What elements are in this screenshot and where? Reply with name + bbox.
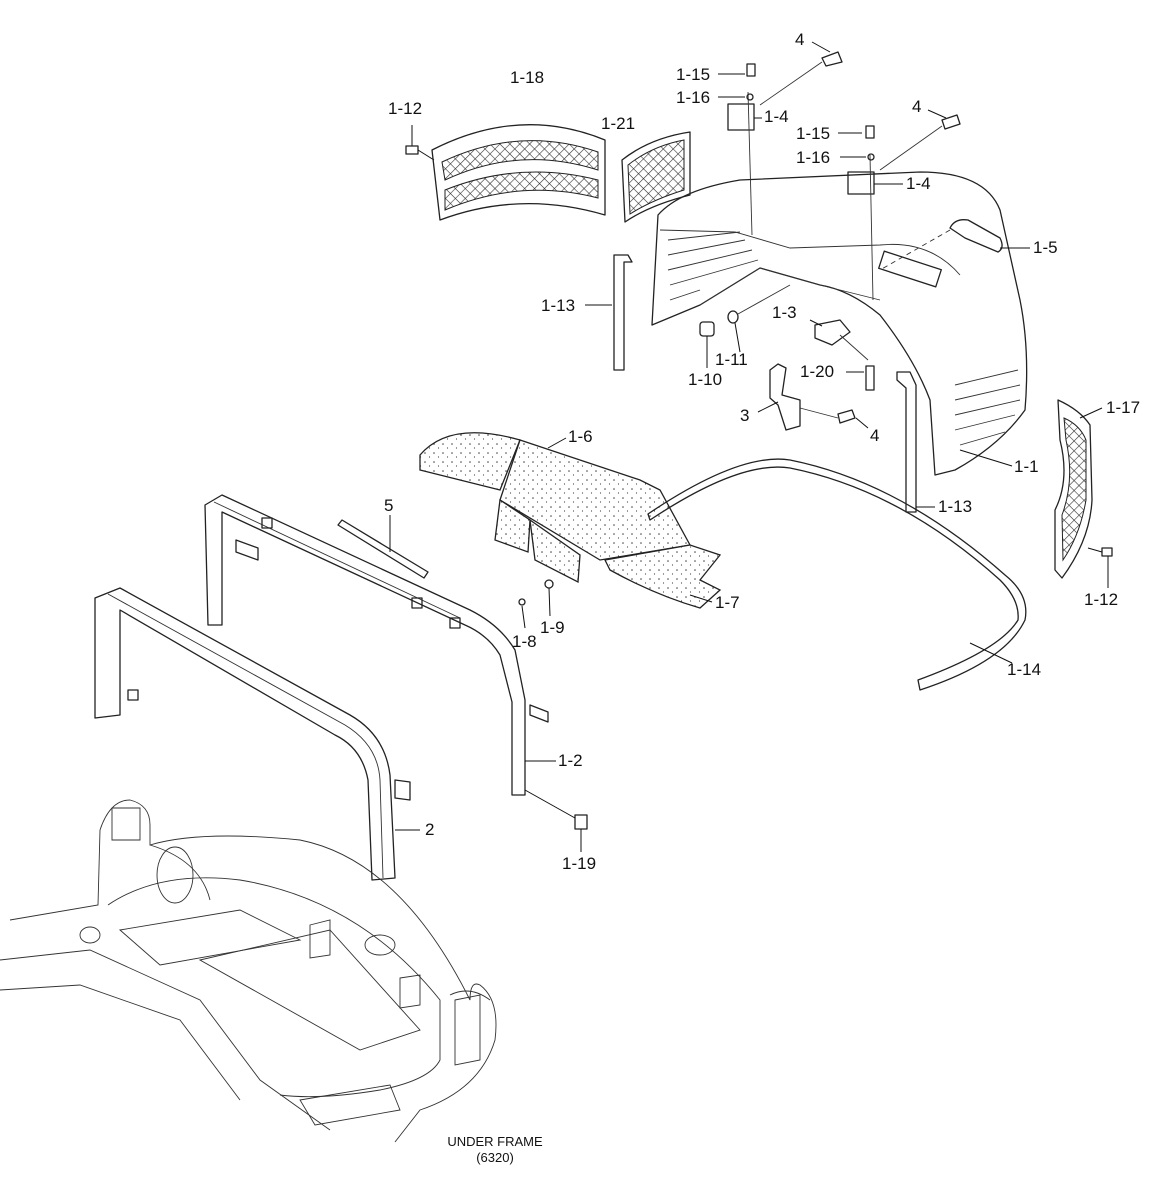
strip-5	[337, 519, 429, 579]
latch-1-3	[809, 319, 875, 391]
label-1-17: 1-17	[1106, 398, 1141, 417]
fasteners-1-15-1-16	[718, 63, 875, 161]
bolt-1-19	[574, 814, 588, 830]
label-1-7: 1-7	[715, 593, 740, 612]
bushing-1-10	[699, 321, 715, 337]
label-1-15-top: 1-15	[676, 65, 711, 84]
under-frame	[0, 799, 497, 1143]
bolts-4	[759, 41, 961, 429]
label-1-13-right: 1-13	[938, 497, 973, 516]
bolt-1-12-top	[405, 125, 435, 161]
label-1-6: 1-6	[568, 427, 593, 446]
bracket-3	[769, 363, 801, 431]
hood-1-1	[651, 171, 1028, 476]
grille-1-21	[621, 131, 691, 223]
edge-strip-1-14	[647, 458, 1027, 691]
seal-strip-1-13-left	[613, 254, 633, 371]
label-1-14: 1-14	[1007, 660, 1042, 679]
label-1-16-right: 1-16	[796, 148, 831, 167]
bolt-1-12-right	[1101, 547, 1113, 557]
label-1-12-top: 1-12	[388, 99, 423, 118]
label-4-right: 4	[912, 97, 922, 116]
label-1-18: 1-18	[510, 68, 545, 87]
handle-1-5	[949, 219, 1003, 253]
grille-1-17	[1054, 399, 1093, 579]
grille-1-18	[431, 124, 606, 221]
label-1-15-right: 1-15	[796, 124, 831, 143]
label-1-16-top: 1-16	[676, 88, 711, 107]
label-1-20: 1-20	[800, 362, 835, 381]
label-4-top: 4	[795, 30, 805, 49]
label-1-4-right: 1-4	[906, 174, 931, 193]
grille-1-17-mesh	[1061, 417, 1087, 562]
washer-1-11	[727, 310, 739, 324]
caption-line-2: (6320)	[476, 1149, 514, 1165]
label-3: 3	[740, 406, 750, 425]
label-1-12-right: 1-12	[1084, 590, 1119, 609]
label-1-8: 1-8	[512, 632, 537, 651]
label-1-1: 1-1	[1014, 457, 1039, 476]
label-1-9: 1-9	[540, 618, 565, 637]
label-1-21: 1-21	[601, 114, 636, 133]
grille-1-21-mesh	[627, 139, 685, 215]
label-1-5: 1-5	[1033, 238, 1058, 257]
hinge-1-4-a	[727, 103, 755, 131]
label-2: 2	[425, 820, 435, 839]
clip-1-8	[518, 598, 526, 606]
hinge-1-4-b	[847, 171, 875, 195]
label-1-3: 1-3	[772, 303, 797, 322]
seal-strip-1-13-right	[896, 371, 917, 513]
label-1-4-top: 1-4	[764, 107, 789, 126]
label-5: 5	[384, 496, 394, 515]
label-1-10: 1-10	[688, 370, 723, 389]
caption-line-1: UNDER FRAME	[447, 1134, 543, 1149]
foam-panel-1-7	[604, 544, 722, 609]
frame-1-2	[204, 494, 549, 796]
label-1-11: 1-11	[715, 350, 748, 369]
label-1-2: 1-2	[558, 751, 583, 770]
label-1-13-left: 1-13	[541, 296, 576, 315]
frame-2	[94, 587, 411, 881]
clip-1-9	[544, 579, 554, 589]
under-frame-caption: UNDER FRAME (6320)	[420, 1134, 570, 1165]
label-4-bottom: 4	[870, 426, 880, 445]
label-1-19: 1-19	[562, 854, 597, 873]
